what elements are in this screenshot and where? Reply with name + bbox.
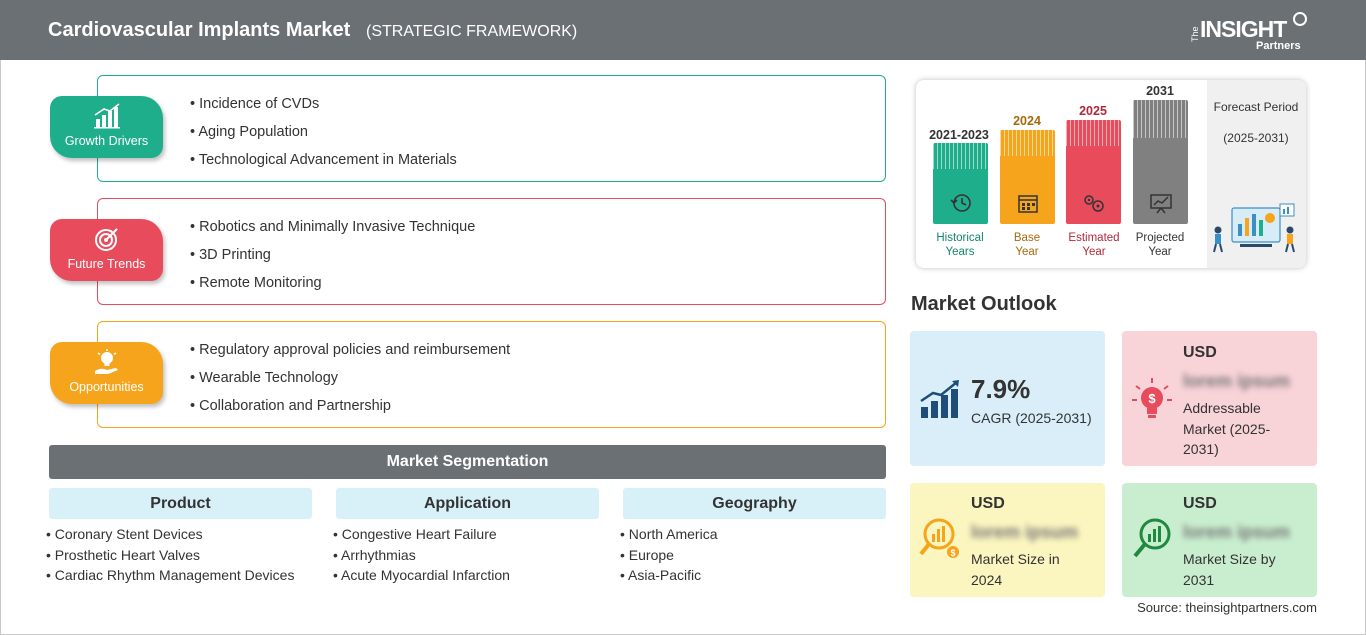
page-subtitle: (STRATEGIC FRAMEWORK) — [366, 23, 578, 40]
list-item: Technological Advancement in Materials — [190, 152, 457, 180]
opportunities-box: Regulatory approval policies and reimbur… — [97, 321, 886, 428]
timeline-bar-estimated — [1066, 120, 1121, 224]
cagr-card: 7.9% CAGR (2025-2031) — [910, 331, 1105, 466]
list-item: Asia-Pacific — [620, 567, 718, 588]
size-2024-label: Market Size in 2024 — [971, 551, 1060, 588]
future-trends-box: Robotics and Minimally Invasive Techniqu… — [97, 198, 886, 305]
growth-chart-icon — [920, 380, 959, 418]
insight-partners-logo: The INSIGHT Partners — [1190, 10, 1310, 54]
list-item: Cardiac Rhythm Management Devices — [46, 567, 295, 588]
forecast-period-range: (2025-2031) — [1223, 131, 1289, 145]
calendar-icon — [1018, 195, 1038, 213]
target-icon — [95, 228, 118, 251]
lightbulb-hand-icon — [95, 349, 118, 374]
cagr-label: CAGR (2025-2031) — [971, 410, 1092, 426]
addressable-value-blurred: lorem ipsum — [1183, 371, 1291, 391]
magnifier-chart-icon — [1133, 518, 1171, 558]
list-item: Regulatory approval policies and reimbur… — [190, 342, 510, 370]
timeline-year: 2024 — [1013, 114, 1041, 128]
forecast-period-label: Forecast Period — [1213, 100, 1299, 114]
list-item: Wearable Technology — [190, 370, 510, 398]
logo-insight: INSIGHT — [1200, 16, 1287, 42]
timeline-year: 2031 — [1146, 84, 1174, 98]
size-2024-usd: USD — [971, 495, 1005, 512]
future-trends-list: Robotics and Minimally Invasive Techniqu… — [190, 219, 475, 303]
list-item: Congestive Heart Failure — [333, 526, 510, 547]
segmentation-title: Market Segmentation — [49, 445, 886, 479]
list-item: Incidence of CVDs — [190, 96, 457, 124]
timeline-bar-base — [1000, 130, 1055, 224]
list-item: Robotics and Minimally Invasive Techniqu… — [190, 219, 475, 247]
logo-partners: Partners — [1256, 40, 1301, 52]
size-2031-value-blurred: lorem ipsum — [1183, 522, 1291, 542]
list-item: Remote Monitoring — [190, 275, 475, 303]
addressable-label: Addressable Market (2025- 2031) — [1183, 400, 1271, 457]
list-item: Arrhythmias — [333, 547, 510, 568]
list-item: North America — [620, 526, 718, 547]
list-item: 3D Printing — [190, 247, 475, 275]
market-outlook-title: Market Outlook — [911, 293, 1057, 315]
timeline-bar-historical — [933, 143, 988, 224]
magnifier-chart-icon: $ — [919, 518, 959, 558]
list-item: Europe — [620, 547, 718, 568]
opportunities-label: Opportunities — [69, 380, 144, 394]
cagr-value: 7.9% — [971, 374, 1031, 404]
growth-drivers-list: Incidence of CVDs Aging Population Techn… — [190, 96, 457, 180]
analytics-people-illustration — [1213, 203, 1295, 253]
addressable-usd: USD — [1183, 344, 1217, 361]
market-size-2024-card: $ USD lorem ipsum Market Size in 2024 — [910, 483, 1105, 597]
history-icon — [950, 194, 971, 212]
geography-heading: Geography — [623, 488, 886, 519]
size-2024-value-blurred: lorem ipsum — [971, 522, 1079, 542]
growth-drivers-badge: Growth Drivers — [50, 96, 163, 158]
list-item: Prosthetic Heart Valves — [46, 547, 294, 568]
future-trends-badge: Future Trends — [50, 219, 163, 281]
addressable-market-card: $ USD lorem ipsum Addressable Market (20… — [1122, 331, 1317, 466]
list-item: Aging Population — [190, 124, 457, 152]
market-size-2031-card: USD lorem ipsum Market Size by 2031 — [1122, 483, 1317, 597]
future-trends-label: Future Trends — [67, 257, 146, 271]
logo-ring-icon — [1293, 12, 1307, 26]
application-list: Congestive Heart Failure Arrhythmias Acu… — [333, 526, 510, 588]
product-heading: Product — [49, 488, 312, 519]
growth-drivers-label: Growth Drivers — [64, 134, 149, 148]
opportunities-badge: Opportunities — [50, 342, 163, 404]
source-credit: Source: theinsightpartners.com — [1137, 600, 1317, 615]
geography-list: North America Europe Asia-Pacific — [620, 526, 718, 588]
header-bar: Cardiovascular Implants Market (STRATEGI… — [0, 0, 1366, 60]
size-2031-usd: USD — [1183, 495, 1217, 512]
svg-text:$: $ — [1148, 391, 1156, 406]
page-title: Cardiovascular Implants Market — [48, 19, 351, 41]
logo-the: The — [1190, 26, 1200, 42]
lightbulb-dollar-icon: $ — [1132, 378, 1172, 418]
application-heading: Application — [336, 488, 599, 519]
list-item: Collaboration and Partnership — [190, 398, 510, 426]
list-item: Acute Myocardial Infarction — [333, 567, 510, 588]
product-list: Coronary Stent Devices Prosthetic Heart … — [46, 526, 295, 588]
growth-chart-icon — [94, 103, 120, 129]
gears-icon — [1084, 195, 1104, 212]
opportunities-list: Regulatory approval policies and reimbur… — [190, 342, 510, 426]
timeline-year: 2025 — [1079, 104, 1107, 118]
svg-text:$: $ — [950, 548, 955, 558]
timeline-bar-projected — [1133, 100, 1188, 224]
timeline-year: 2021-2023 — [929, 128, 989, 142]
presentation-icon — [1150, 194, 1172, 214]
size-2031-label: Market Size by 2031 — [1183, 551, 1276, 588]
growth-drivers-box: Incidence of CVDs Aging Population Techn… — [97, 75, 886, 182]
list-item: Coronary Stent Devices — [46, 526, 294, 547]
